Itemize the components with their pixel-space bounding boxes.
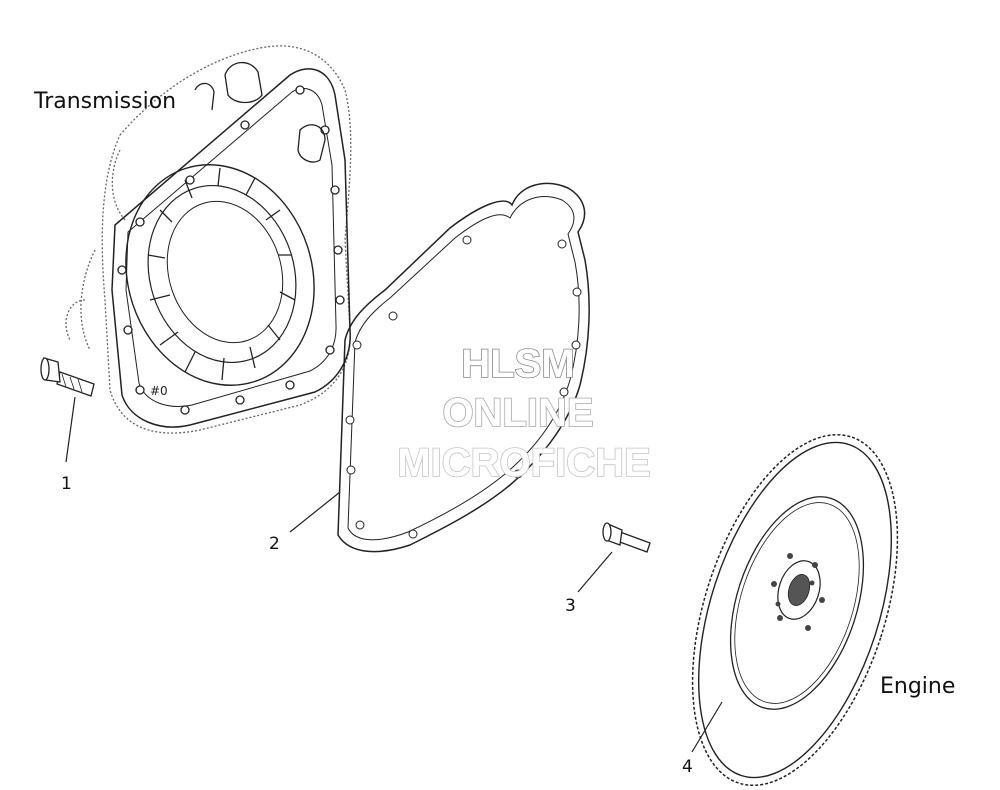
watermark: HLSM ONLINE MICROFICHE: [397, 341, 652, 486]
engine-label: Engine: [880, 674, 955, 699]
callout-2: 2: [269, 534, 280, 554]
transmission-label: Transmission: [33, 89, 176, 114]
bolt-1: [40, 357, 95, 397]
flywheel-4: [691, 433, 899, 787]
gasket-2: [337, 182, 590, 553]
callout-4: 4: [682, 757, 693, 777]
watermark-line-3: MICROFICHE: [397, 441, 650, 485]
callout-3: 3: [565, 596, 576, 616]
transmission-housing: #0: [65, 45, 352, 434]
bolt-3: [602, 522, 651, 553]
svg-text:#0: #0: [150, 384, 168, 398]
watermark-line-2: ONLINE: [442, 391, 593, 435]
watermark-line-1: HLSM: [461, 342, 574, 386]
callout-1: 1: [61, 474, 72, 494]
leader-lines: [65, 396, 723, 753]
